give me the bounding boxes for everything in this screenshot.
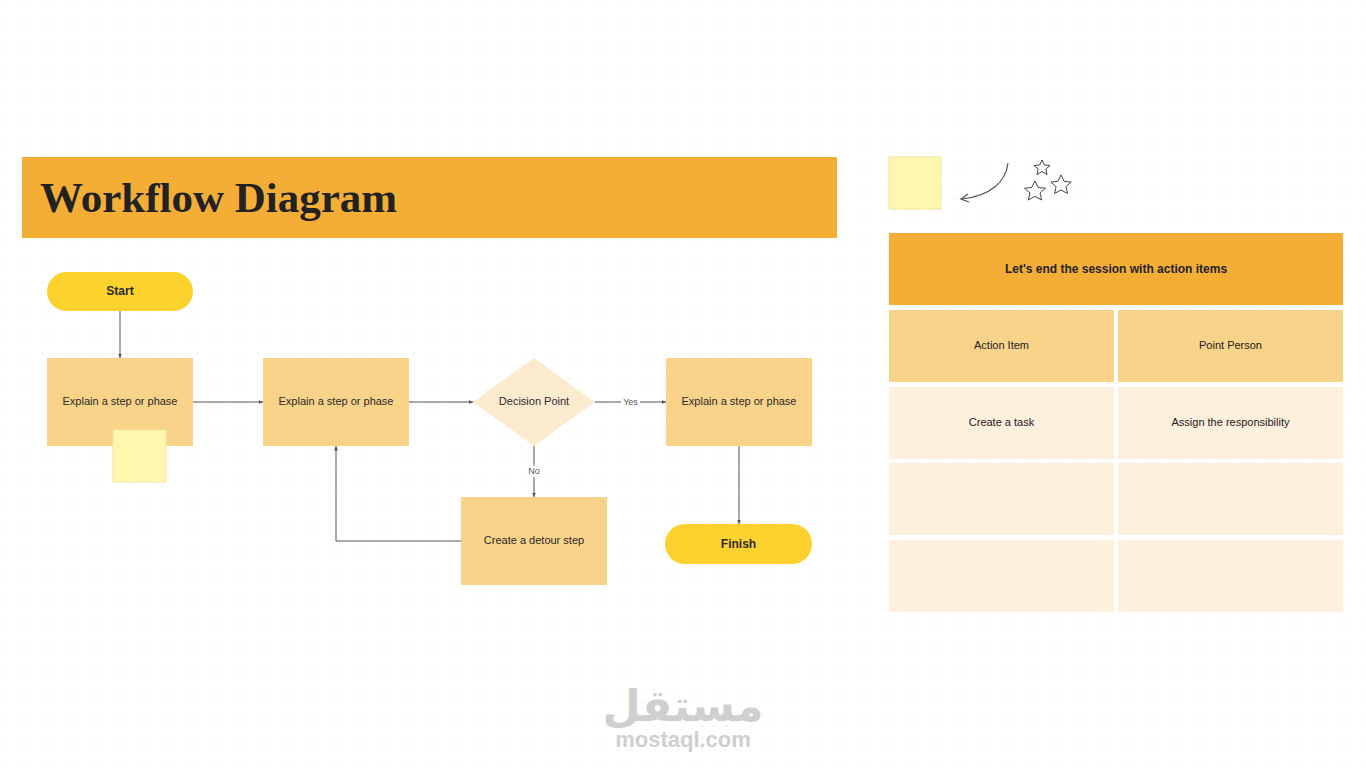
process-box: Explain a step or phase <box>47 358 193 446</box>
diagram-title: Workflow Diagram <box>40 172 397 224</box>
table-cell: Action Item <box>889 310 1114 382</box>
table-cell <box>889 540 1114 612</box>
table-cell-text: Assign the responsibility <box>1171 416 1289 430</box>
sticky-note <box>113 430 166 482</box>
stars <box>1025 160 1072 200</box>
table-cell: Create a task <box>889 387 1114 459</box>
node-label: Start <box>106 284 133 299</box>
table-cell <box>1118 540 1343 612</box>
table-cell <box>889 463 1114 535</box>
table-title: Let's end the session with action items <box>1005 262 1227 277</box>
connector-arrow <box>193 402 263 403</box>
terminal-pill: Start <box>47 272 193 311</box>
sticky-note <box>889 157 941 209</box>
process-box: Create a detour step <box>461 497 607 585</box>
node-label: Explain a step or phase <box>682 395 797 409</box>
decision-diamond: Decision Point <box>473 358 595 446</box>
table-cell <box>1118 463 1343 535</box>
table-cell-text: Create a task <box>969 416 1034 430</box>
table-cell: Point Person <box>1118 310 1343 382</box>
watermark-arabic: مستقل <box>603 682 764 730</box>
curved-arrow <box>962 163 1008 199</box>
connector-arrow <box>120 311 121 358</box>
table-cell-text: Action Item <box>974 339 1029 353</box>
table-cell-text: Point Person <box>1199 339 1262 353</box>
connector-arrow <box>336 446 461 541</box>
curved-arrow-head <box>961 194 969 202</box>
terminal-pill: Finish <box>665 524 812 564</box>
connector-arrow <box>739 446 740 524</box>
process-box: Explain a step or phase <box>263 358 409 446</box>
watermark-url: mostaql.com <box>615 728 751 752</box>
node-label: Explain a step or phase <box>279 395 394 409</box>
table-cell: Assign the responsibility <box>1118 387 1343 459</box>
node-label: Decision Point <box>499 395 569 409</box>
node-label: Explain a step or phase <box>63 395 178 409</box>
connector-arrow <box>409 402 473 403</box>
node-label: Create a detour step <box>484 534 584 548</box>
table-header: Let's end the session with action items <box>889 233 1343 305</box>
edge-label: Yes <box>621 397 640 408</box>
edge-label: No <box>526 466 542 477</box>
process-box: Explain a step or phase <box>666 358 812 446</box>
node-label: Finish <box>721 537 756 552</box>
title-band <box>22 157 837 238</box>
